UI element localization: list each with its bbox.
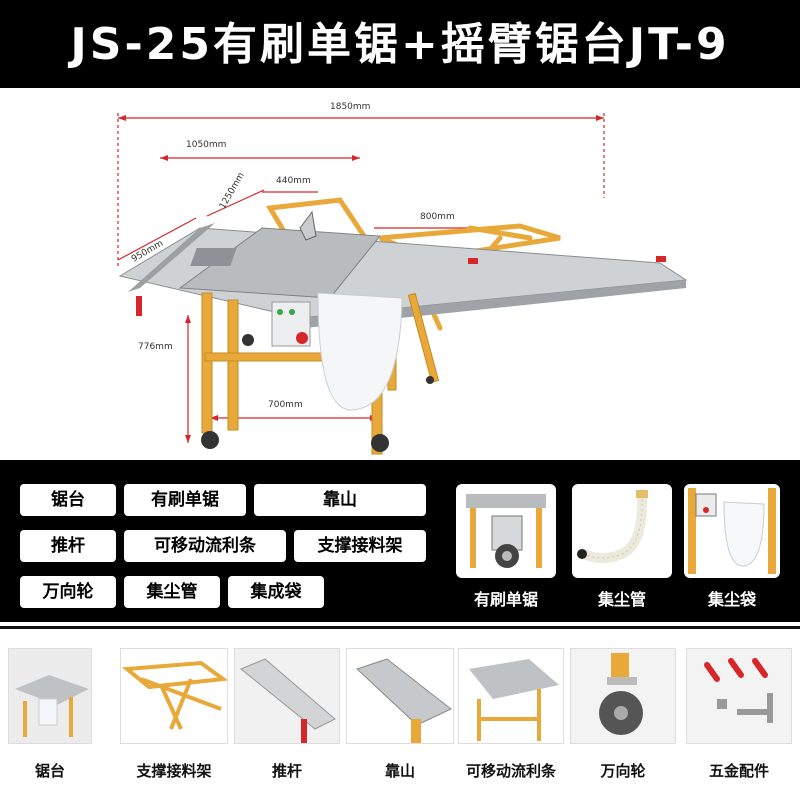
acc-image-support-rack [120,648,228,744]
acc-label-caster: 万向轮 [600,762,646,780]
dust-pipe-image [577,489,648,563]
brushed-saw-image [466,494,546,568]
tile-label-dust-pipe: 集尘管 [597,590,646,609]
acc-label-hardware: 五金配件 [708,762,769,780]
tile-label-dust-bag: 集尘袋 [707,590,756,609]
acc-label-saw-table: 锯台 [34,762,65,780]
tile-dust-bag-image [684,484,780,578]
tag-caster: 万向轮 [20,576,116,608]
dim-leg-span: 700mm [268,400,303,410]
title-bar [0,0,800,88]
dim-total-length: 1850mm [330,102,371,112]
product-hero: 1850mm 1050mm 440mm 1250mm 800mm 950mm 7… [0,88,800,460]
dust-bag-image [688,488,776,574]
acc-image-saw-table [8,648,92,744]
tag-dust-pipe: 集尘管 [124,576,220,608]
tile-label-brushed-saw: 有刷单锯 [473,590,538,609]
dim-blade-width: 440mm [276,176,311,186]
acc-label-support-rack: 支撑接料架 [136,762,212,780]
dim-height: 776mm [138,342,173,352]
section-divider [0,626,800,629]
acc-label-push-rod: 推杆 [271,762,302,780]
tile-brushed-saw-image [456,484,556,578]
dim-arm-width: 800mm [420,212,455,222]
acc-image-caster [570,648,676,744]
tag-support-rack: 支撑接料架 [294,530,426,562]
tag-integrated-bag: 集成袋 [228,576,324,608]
tag-saw-table: 锯台 [20,484,116,516]
saw-table-illustration [117,113,688,455]
tag-fence: 靠山 [254,484,426,516]
acc-label-roller: 可移动流利条 [465,762,556,780]
page-title: JS-25有刷单锯+摇臂锯台JT-9 [70,19,730,70]
acc-image-roller [458,648,564,744]
acc-label-fence: 靠山 [384,762,415,780]
tag-push-rod: 推杆 [20,530,116,562]
tag-movable-roller: 可移动流利条 [124,530,286,562]
tile-dust-pipe-image [572,484,672,578]
tag-brushed-saw: 有刷单锯 [124,484,246,516]
dim-table-length: 1050mm [186,140,227,150]
acc-image-hardware [686,648,792,744]
acc-image-fence [346,648,454,744]
acc-image-push-rod [234,648,340,744]
